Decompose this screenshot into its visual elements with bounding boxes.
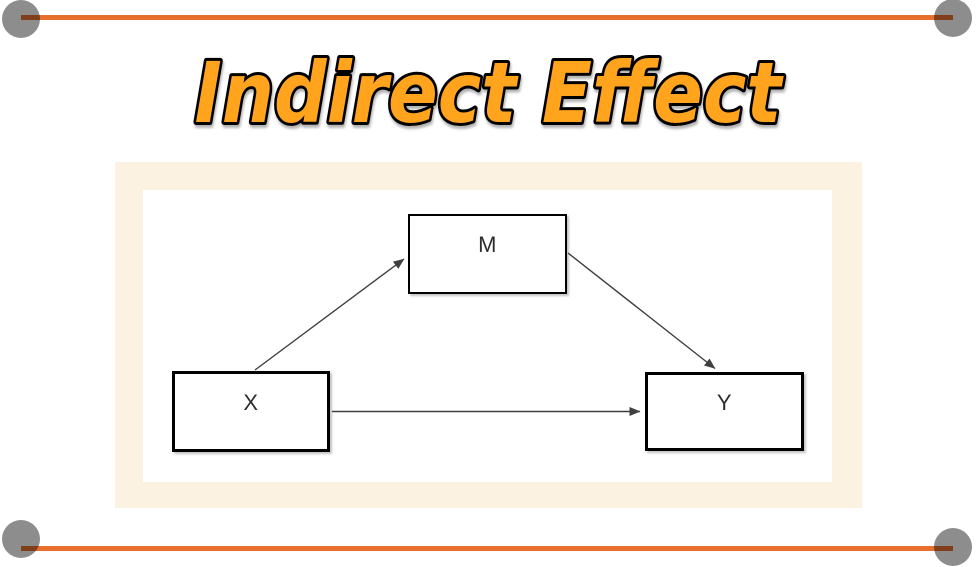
node-y-label: Y (716, 389, 733, 415)
bottom-accent-line (21, 546, 953, 551)
slide-title-art: Indirect Effect (192, 41, 787, 145)
node-independent-x: X (172, 371, 330, 452)
slide-title: Indirect Effect (195, 44, 784, 142)
node-mediator-m: M (408, 214, 567, 294)
top-accent-line (21, 15, 953, 20)
node-dependent-y: Y (645, 372, 804, 451)
node-m-label: M (478, 232, 497, 257)
node-x-label: X (243, 389, 259, 415)
corner-dot-bottom-left (2, 520, 40, 558)
